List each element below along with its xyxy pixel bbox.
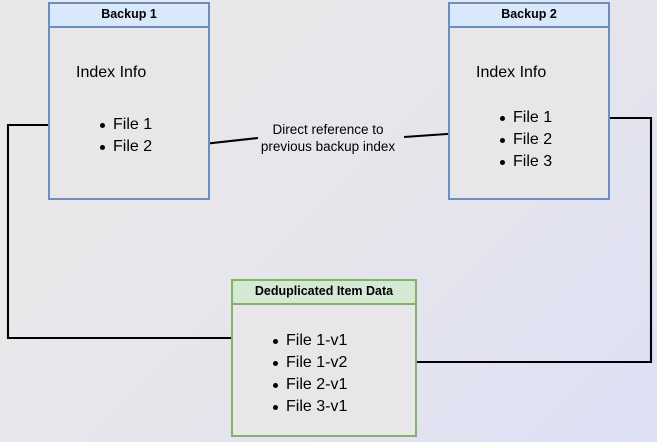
backup1-index-info-label: Index Info <box>76 64 147 81</box>
list-item: File 3 <box>499 151 552 173</box>
node-backup2-header: Backup 2 <box>450 4 608 28</box>
node-dedup-header: Deduplicated Item Data <box>233 281 415 305</box>
list-item: File 2 <box>499 129 552 151</box>
list-item: File 1 <box>99 114 152 136</box>
backup2-file-list: File 1 File 2 File 3 <box>499 107 552 173</box>
list-item: File 1-v2 <box>272 352 347 374</box>
edge-caption-direct-reference: Direct reference to previous backup inde… <box>260 122 396 154</box>
backup1-file-list: File 1 File 2 <box>99 114 152 158</box>
node-backup1-body: Index Info File 1 File 2 <box>50 28 208 198</box>
list-item: File 2-v1 <box>272 374 347 396</box>
list-item: File 2 <box>99 136 152 158</box>
node-backup1-header: Backup 1 <box>50 4 208 28</box>
node-deduplicated-item-data[interactable]: Deduplicated Item Data File 1-v1 File 1-… <box>231 279 417 437</box>
node-dedup-body: File 1-v1 File 1-v2 File 2-v1 File 3-v1 <box>233 305 415 435</box>
dedup-file-list: File 1-v1 File 1-v2 File 2-v1 File 3-v1 <box>272 330 347 418</box>
backup2-index-info-label: Index Info <box>476 64 547 81</box>
list-item: File 1 <box>499 107 552 129</box>
node-backup2[interactable]: Backup 2 Index Info File 1 File 2 File 3 <box>448 2 610 200</box>
list-item: File 3-v1 <box>272 396 347 418</box>
node-backup2-body: Index Info File 1 File 2 File 3 <box>450 28 608 198</box>
list-item: File 1-v1 <box>272 330 347 352</box>
node-backup1[interactable]: Backup 1 Index Info File 1 File 2 <box>48 2 210 200</box>
